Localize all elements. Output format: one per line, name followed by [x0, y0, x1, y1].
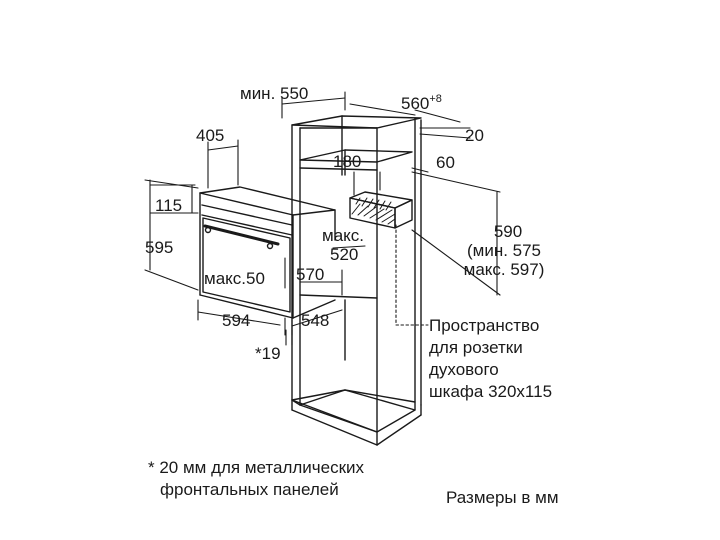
socket-note-line-3: духового — [429, 360, 499, 379]
dim-115: 115 — [155, 196, 183, 215]
socket-note-line-4: шкафа 320x115 — [429, 382, 553, 401]
dim-520: 520 — [330, 245, 359, 264]
dim-maks-label: макс. — [322, 226, 364, 245]
dim-570: 570 — [296, 265, 325, 284]
dim-560: 560+8 — [401, 90, 442, 113]
footnote-line-1: * 20 мм для металлических — [148, 458, 365, 477]
dim-min-550: мин. 550 — [240, 84, 309, 103]
dim-20: 20 — [465, 126, 484, 145]
socket-space — [349, 191, 413, 229]
dim-maks-597: макс. 597) — [463, 260, 545, 279]
dim-405: 405 — [196, 126, 225, 145]
dim-180: 180 — [333, 152, 362, 171]
dim-595: 595 — [145, 238, 174, 257]
dim-60: 60 — [436, 153, 455, 172]
socket-note-line-1: Пространство — [429, 316, 540, 335]
dim-590: 590 — [493, 222, 523, 241]
dim-560-value: 560 — [401, 94, 430, 113]
socket-note-line-2: для розетки — [429, 338, 523, 357]
dimension-lines — [144, 91, 501, 346]
dim-maks-50: макс.50 — [204, 269, 265, 288]
dim-min-575: (мин. 575 — [466, 241, 542, 260]
socket-leader — [395, 224, 429, 326]
footnote-line-2: фронтальных панелей — [160, 480, 339, 499]
dim-548: 548 — [301, 311, 330, 330]
units-note: Размеры в мм — [446, 488, 559, 507]
cabinet-housing — [291, 115, 422, 446]
dim-19-footnote: *19 — [255, 344, 281, 363]
dim-560-tolerance: +8 — [429, 93, 442, 105]
oven-body — [199, 186, 336, 319]
dim-594: 594 — [222, 311, 251, 330]
